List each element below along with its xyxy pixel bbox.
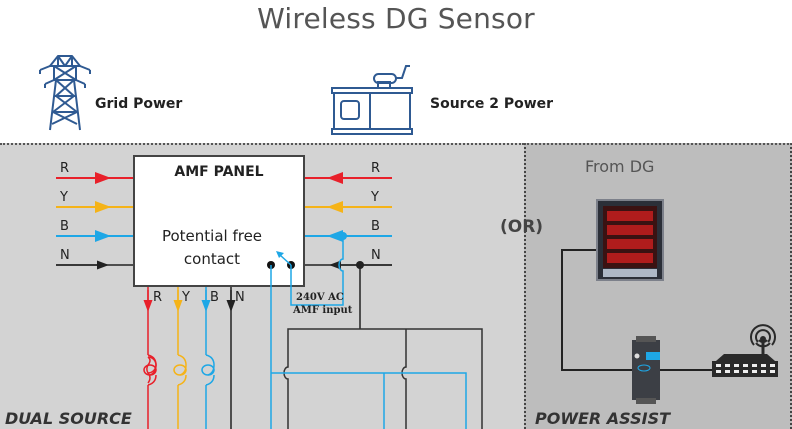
- wifi-router-icon: [712, 324, 778, 377]
- label-left-y: Y: [60, 190, 68, 205]
- din-rail-sensor-icon: [632, 336, 660, 404]
- label-out-y: Y: [182, 290, 190, 305]
- page-title: Wireless DG Sensor: [257, 2, 535, 35]
- generator-icon: [331, 65, 413, 135]
- amf-input-label-line1: 240V AC: [296, 292, 344, 303]
- source2-power-label: Source 2 Power: [430, 96, 554, 112]
- power-assist-wiring: [561, 249, 712, 371]
- multifunction-meter-icon: [596, 199, 664, 281]
- label-out-r: R: [153, 290, 163, 305]
- label-right-b: B: [371, 219, 380, 234]
- label-right-y: Y: [371, 190, 379, 205]
- right-input-wires: [290, 172, 392, 329]
- output-wires: [143, 287, 236, 429]
- grid-power-label: Grid Power: [95, 96, 183, 112]
- or-label: (OR): [500, 217, 544, 237]
- amf-subtitle-line1: Potential free: [161, 227, 263, 245]
- label-right-n: N: [371, 248, 381, 263]
- amf-input-label-line2: AMF input: [293, 305, 353, 316]
- label-left-b: B: [60, 219, 69, 234]
- label-left-r: R: [60, 161, 70, 176]
- amf-panel-subtitle: Potential free contact: [147, 225, 277, 271]
- label-out-n: N: [235, 290, 245, 305]
- current-transformers: [140, 354, 215, 386]
- transmission-tower-icon: [39, 55, 91, 131]
- amf-subtitle-line2: contact: [183, 250, 241, 268]
- from-dg-label: From DG: [585, 157, 655, 176]
- bus-wires: [271, 328, 483, 429]
- label-left-n: N: [60, 248, 70, 263]
- label-right-r: R: [371, 161, 381, 176]
- left-input-wires: [56, 172, 133, 270]
- label-out-b: B: [210, 290, 219, 305]
- amf-panel: AMF PANEL Potential free contact: [133, 155, 305, 287]
- dual-source-title: DUAL SOURCE: [5, 409, 132, 428]
- amf-panel-title: AMF PANEL: [174, 164, 264, 180]
- power-assist-title: POWER ASSIST: [535, 409, 671, 428]
- amf-input-loop: [290, 236, 344, 306]
